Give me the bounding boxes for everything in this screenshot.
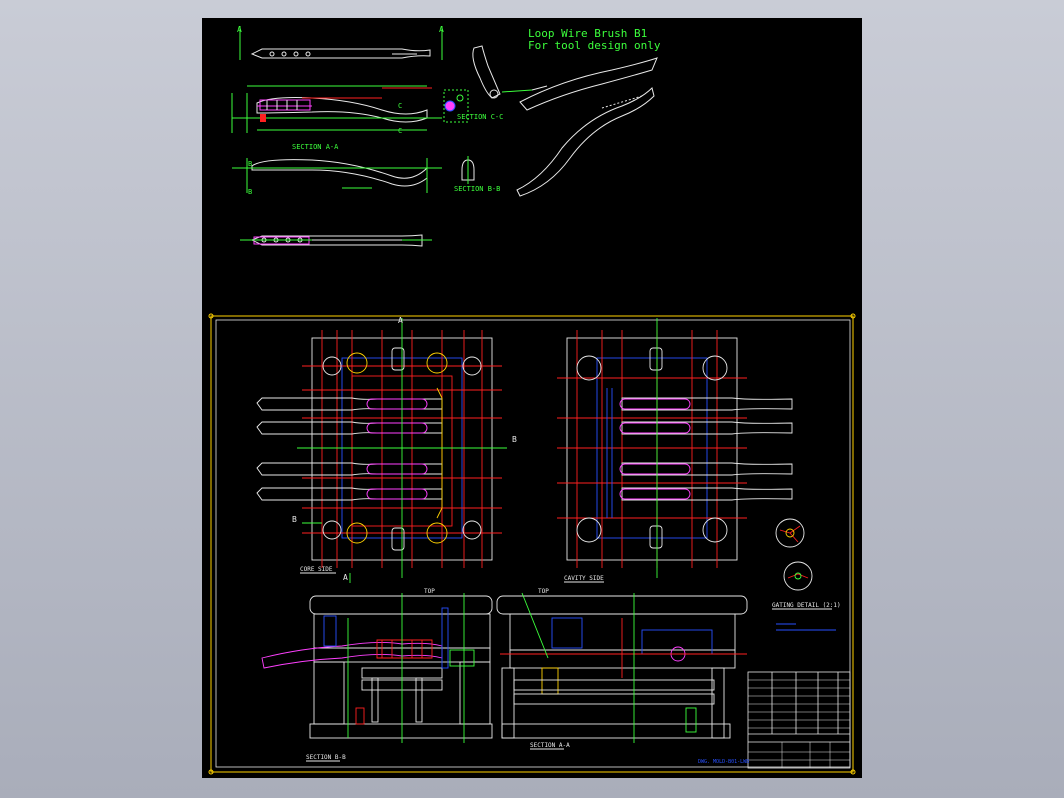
mold-drawing-frame [208,313,856,775]
brush-bottom-view [240,234,432,247]
section-marker-a-bottom: A [343,573,348,582]
cavity-side-label: CAVITY SIDE [564,575,604,582]
section-cc-label: SECTION C-C [457,113,503,121]
cavity-side-view: CAVITY SIDE [557,318,793,583]
brush-side-view: B B [232,158,442,196]
section-cc-view: SECTION C-C [443,89,503,123]
section-aa-mold-label: SECTION A-A [530,742,570,749]
section-bb-label: SECTION B-B [454,185,500,193]
section-marker-b-left: B [292,515,297,524]
section-marker-c-1: C [398,102,402,110]
brush-3d-views [472,45,658,197]
brush-section-aa: C C SECTION A-A [231,85,464,151]
part-views: A A C C SECTION A-A [231,25,661,247]
drawing-sheet: A A C C SECTION A-A [202,18,862,778]
top-label-2: TOP [538,588,549,595]
drawing-number: DWG. MOLD-B01-LWB [698,759,749,765]
core-side-view: A A B B CORE SIDE [256,316,517,583]
section-aa-label: SECTION A-A [292,143,339,151]
section-marker-b-right: B [512,435,517,444]
core-side-label: CORE SIDE [300,566,333,573]
cad-drawing: A A C C SECTION A-A [208,25,856,775]
title-note-line2: For tool design only [528,39,661,52]
top-label-1: TOP [424,588,435,595]
gating-detail: GATING DETAIL (2:1) [772,518,841,631]
mold-section-aa: SECTION A-A TOP [496,588,748,750]
title-block [747,671,851,769]
section-marker-a-top: A [398,316,403,325]
mold-section-bb: SECTION B-B TOP [261,588,493,762]
section-marker-a-1: A [237,25,242,34]
brush-top-view: A A [237,25,444,60]
gating-detail-label: GATING DETAIL (2:1) [772,602,841,609]
section-marker-b-2: B [248,188,252,196]
section-marker-b-1: B [248,160,252,168]
section-bb-view: SECTION B-B [454,156,500,193]
section-marker-c-2: C [398,127,402,135]
section-marker-a-2: A [439,25,444,34]
title-note-line1: Loop Wire Brush B1 [528,27,647,40]
section-bb-mold-label: SECTION B-B [306,754,346,761]
